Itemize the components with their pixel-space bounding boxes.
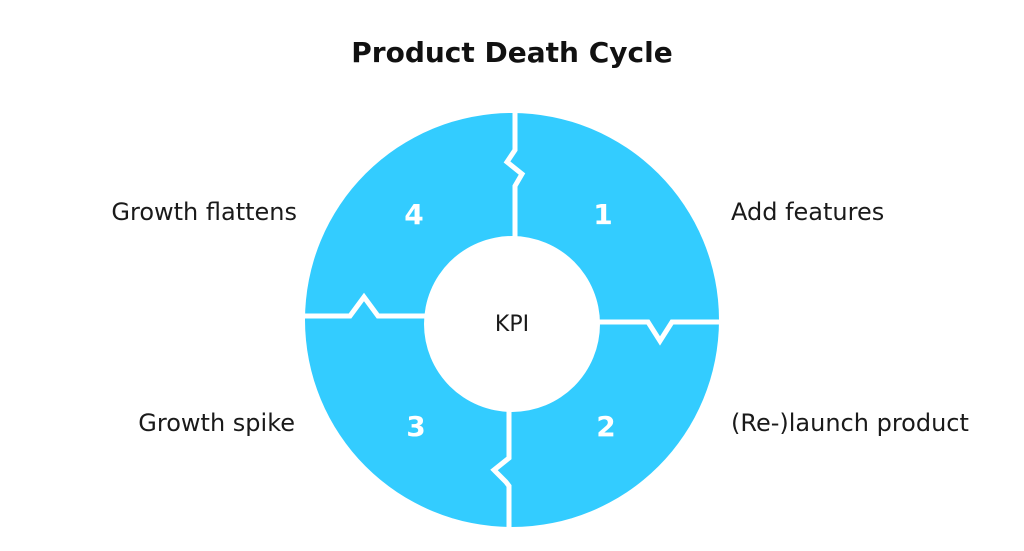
divider-top — [503, 112, 526, 238]
center-label: KPI — [495, 312, 529, 337]
divider-right — [598, 319, 720, 346]
divider-left — [303, 292, 426, 319]
step-label-3: Growth spike — [138, 409, 295, 437]
step-number-1: 1 — [593, 198, 612, 231]
step-number-4: 4 — [404, 198, 423, 231]
step-label-2: (Re-)launch product — [731, 409, 969, 437]
step-number-3: 3 — [406, 410, 425, 443]
diagram-title: Product Death Cycle — [351, 36, 673, 69]
center-hole — [424, 236, 600, 412]
step-label-4: Growth flattens — [111, 198, 297, 226]
step-number-2: 2 — [596, 410, 615, 443]
divider-bottom — [490, 408, 512, 530]
step-label-1: Add features — [731, 198, 885, 226]
